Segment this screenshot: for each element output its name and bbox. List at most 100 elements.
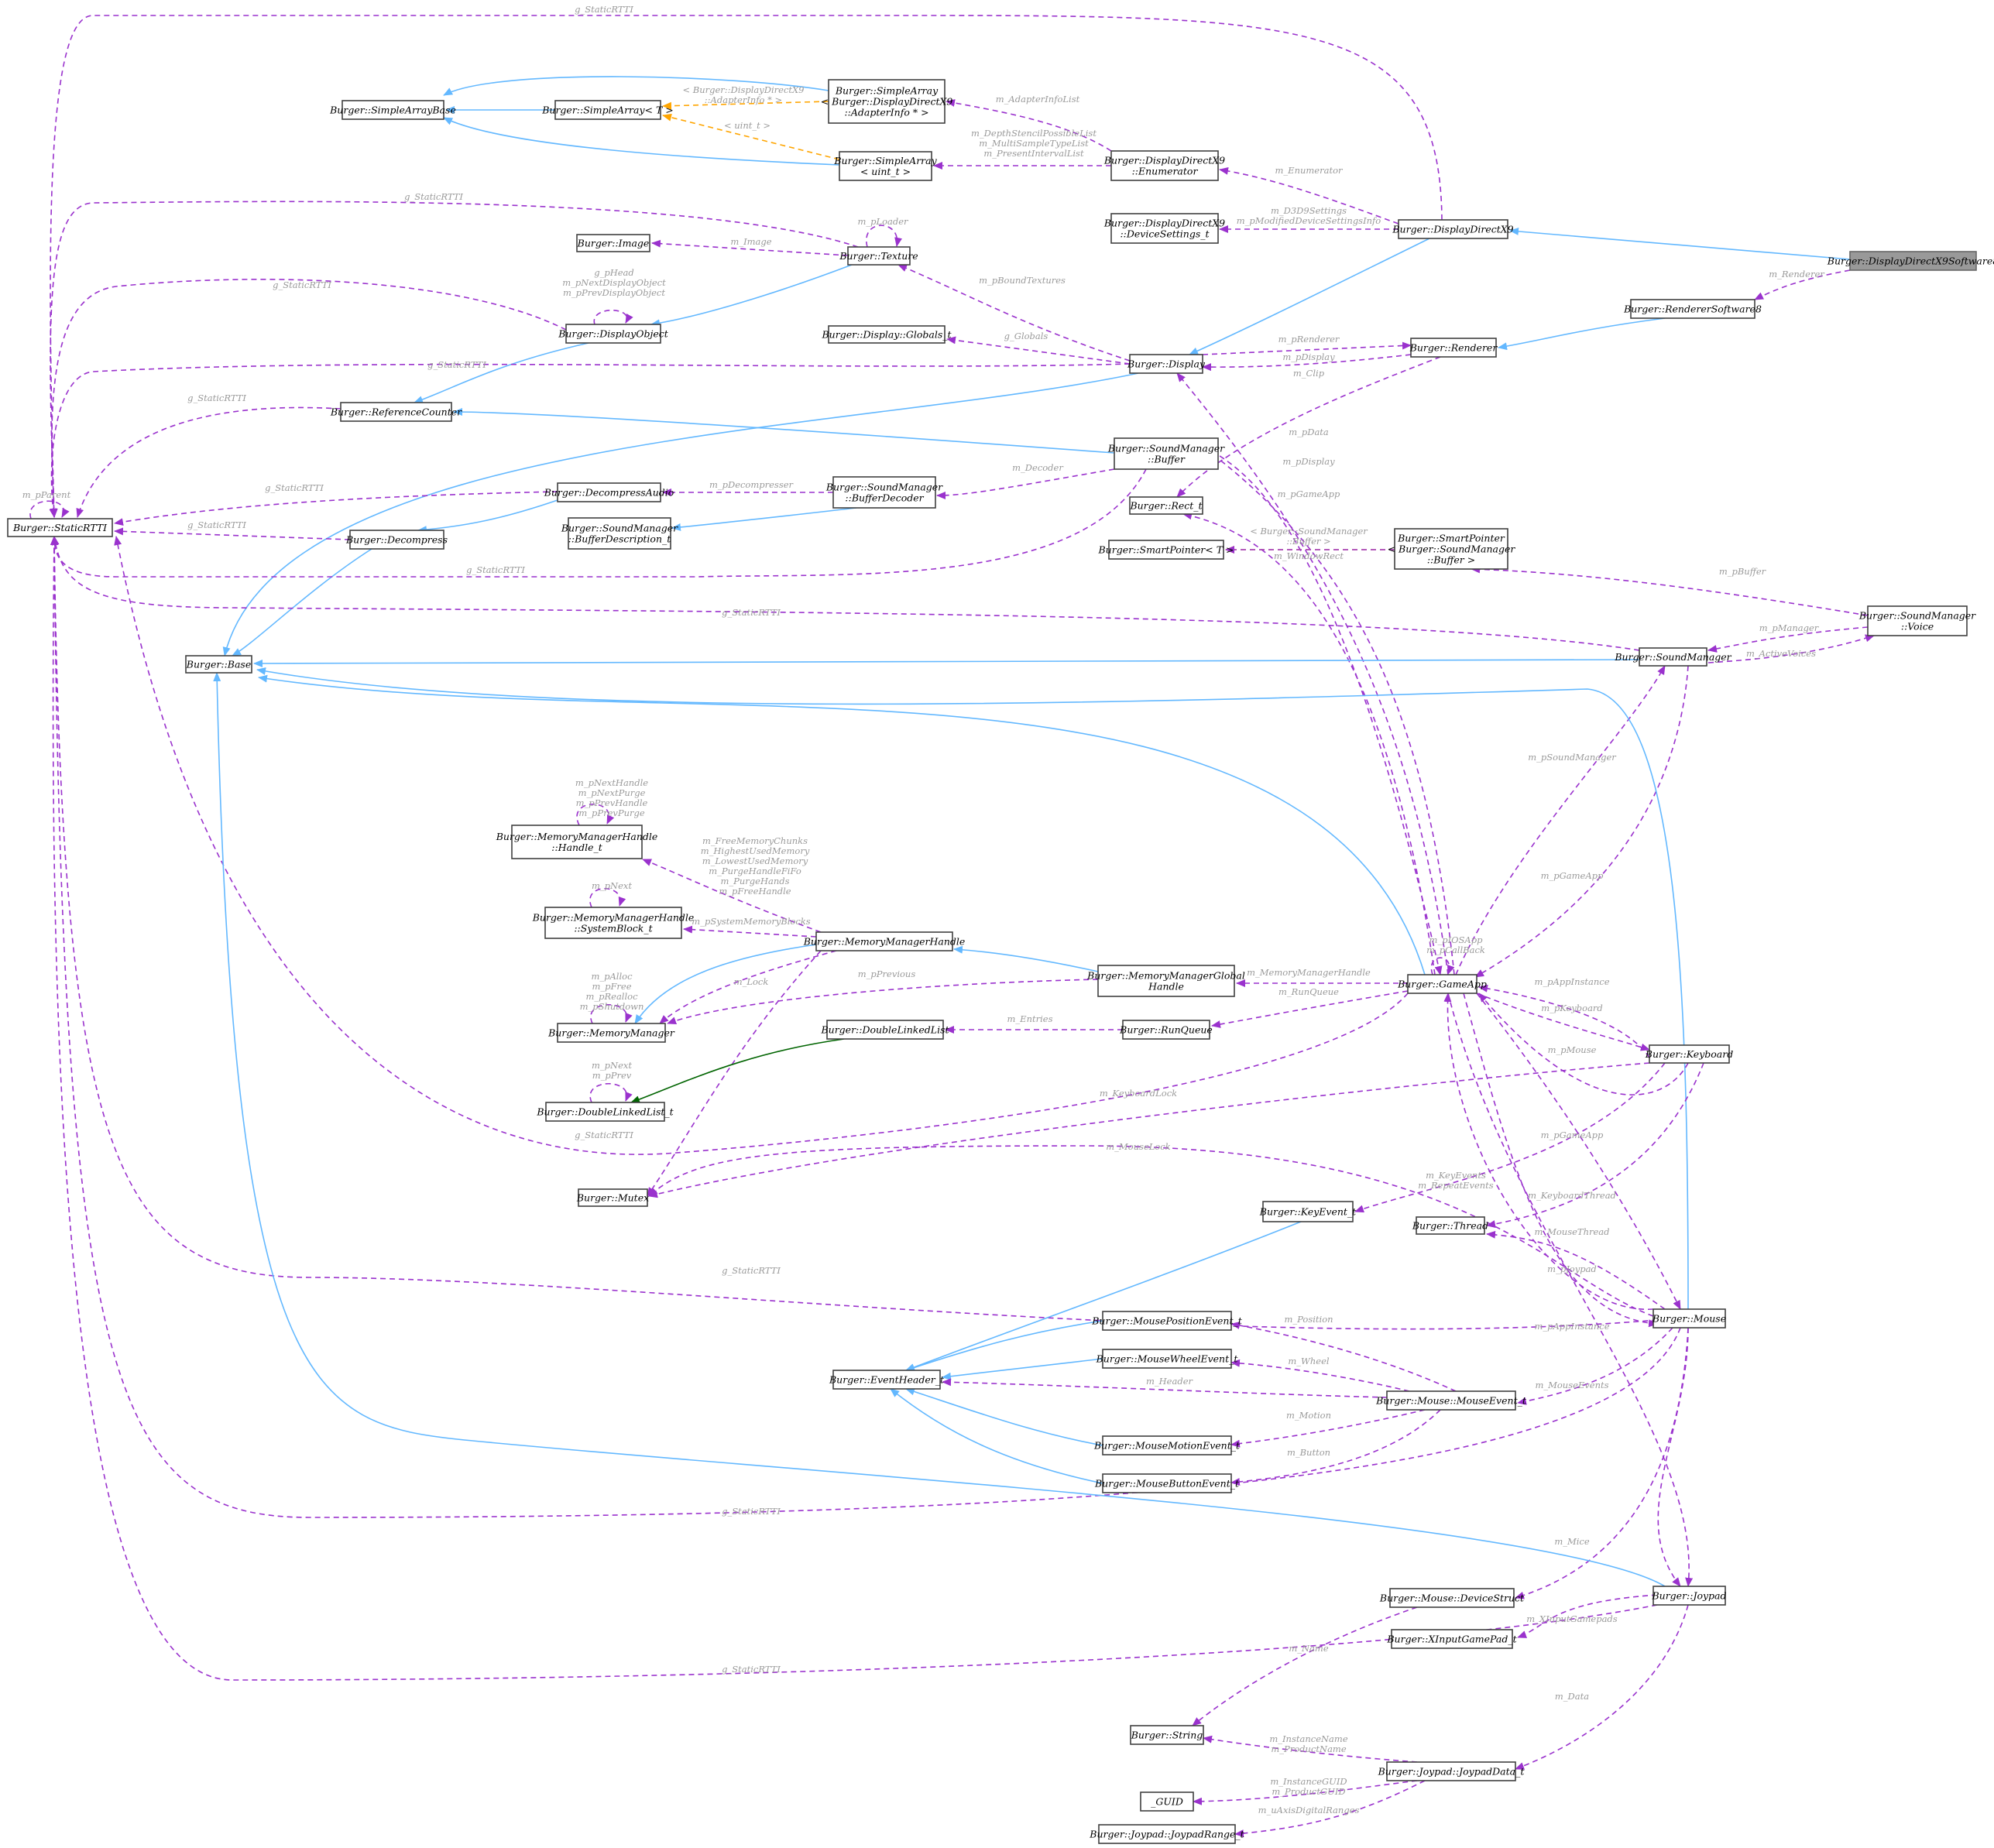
usage-edge (114, 491, 558, 526)
class-node-joypad[interactable]: Burger::Joypad (1651, 1586, 1727, 1606)
class-node-voice[interactable]: Burger::SoundManager::Voice (1858, 605, 1976, 636)
usage-edge (1192, 1606, 1418, 1726)
usage-edge (1443, 993, 1654, 1310)
class-node-globals[interactable]: Burger::Display::Globals_t (821, 325, 952, 344)
class-node-mousebuttonevent[interactable]: Burger::MouseButtonEvent_t (1094, 1473, 1240, 1493)
edge-label: < Burger::SoundManager::Buffer > (1250, 526, 1368, 547)
class-node-smartptrT[interactable]: Burger::SmartPointer< T > (1098, 540, 1234, 560)
usage-edge (1193, 1780, 1418, 1805)
usage-edge (946, 99, 1112, 152)
class-node-gameapp[interactable]: Burger::GameApp (1397, 974, 1487, 994)
edge-label: < Burger::DisplayDirectX9::AdapterInfo *… (682, 84, 804, 105)
edge-label: g_StaticRTTI (466, 564, 525, 575)
class-name: Burger::SimpleArrayBase (329, 105, 456, 116)
class-name: Burger::SoundManager (561, 523, 678, 534)
class-name: Burger::KeyEvent_t (1259, 1206, 1357, 1218)
class-node-bufferdesc[interactable]: Burger::SoundManager::BufferDescription_… (561, 517, 678, 550)
class-node-mutex[interactable]: Burger::Mutex (576, 1188, 649, 1207)
class-node-enumerator[interactable]: Burger::DisplayDirectX9::Enumerator (1103, 150, 1225, 181)
class-name: Burger::RendererSoftware8 (1623, 303, 1762, 315)
class-node-renderersw8[interactable]: Burger::RendererSoftware8 (1623, 299, 1762, 319)
class-name: ::Buffer > (1427, 554, 1475, 566)
class-name: Burger::MemoryManagerGlobal (1086, 970, 1245, 982)
inheritance-edge (650, 264, 853, 327)
class-node-joypaddata[interactable]: Burger::Joypad::JoypadData_t (1378, 1761, 1526, 1781)
class-node-staticrtti[interactable]: Burger::StaticRTTI (7, 518, 113, 537)
class-node-mmh[interactable]: Burger::MemoryManagerHandle (803, 931, 966, 951)
class-node-display[interactable]: Burger::Display (1127, 354, 1206, 374)
class-name: Burger::Texture (839, 250, 918, 262)
class-name: ::DeviceSettings_t (1120, 228, 1210, 240)
class-node-mmhandle[interactable]: Burger::MemoryManagerHandle::Handle_t (496, 825, 658, 859)
class-name: Burger::Joypad (1651, 1590, 1726, 1602)
class-node-devicesettings[interactable]: Burger::DisplayDirectX9::DeviceSettings_… (1103, 213, 1225, 244)
class-node-mmsysblock[interactable]: Burger::MemoryManagerHandle::SystemBlock… (532, 907, 695, 939)
class-name: Burger::Joypad::JoypadRange_t (1089, 1829, 1244, 1840)
class-node-dll[interactable]: Burger::DoubleLinkedList (820, 1020, 950, 1040)
class-node-dx9[interactable]: Burger::DisplayDirectX9 (1392, 219, 1514, 239)
class-node-rect[interactable]: Burger::Rect_t (1129, 496, 1203, 515)
edge-label: m_pData (1289, 427, 1329, 437)
usage-edge (648, 1145, 1654, 1317)
usage-edge (683, 925, 817, 938)
usage-edge (1230, 1409, 1426, 1448)
usage-edge (1207, 450, 1455, 975)
class-node-decompress[interactable]: Burger::Decompress (345, 530, 448, 550)
usage-edge (1211, 990, 1409, 1028)
class-node-xinputgamepad[interactable]: Burger::XInputGamePad_t (1386, 1629, 1518, 1649)
class-node-simplearrayUint[interactable]: Burger::SimpleArray< uint_t > (833, 151, 938, 181)
class-node-renderer[interactable]: Burger::Renderer (1409, 338, 1498, 358)
class-node-refcounter[interactable]: Burger::ReferenceCounter (330, 402, 462, 422)
edge-label: m_pParent (22, 489, 71, 500)
class-node-joypadrange[interactable]: Burger::Joypad::JoypadRange_t (1089, 1824, 1245, 1844)
inheritance-edge (1509, 227, 1851, 260)
class-node-devicestruct[interactable]: Burger::Mouse::DeviceStruct (1379, 1588, 1525, 1608)
class-node-soundmanager[interactable]: Burger::SoundManager (1614, 647, 1732, 667)
class-node-smbuffer[interactable]: Burger::SoundManager::Buffer (1107, 437, 1225, 470)
usage-edge (1203, 1735, 1418, 1763)
class-name: Burger::ReferenceCounter (330, 406, 462, 418)
class-name: ::BufferDecoder (845, 492, 924, 504)
class-name: Burger::Mutex (576, 1192, 649, 1204)
class-node-eventheader[interactable]: Burger::EventHeader_t (829, 1370, 945, 1390)
class-node-simplearrayAdapter[interactable]: Burger::SimpleArray< Burger::DisplayDire… (821, 79, 953, 124)
class-node-smartptrBuffer[interactable]: Burger::SmartPointer< Burger::SoundManag… (1388, 528, 1516, 570)
class-name: Burger::Keyboard (1645, 1048, 1733, 1060)
edge-label: m_Button (1287, 1447, 1330, 1458)
class-node-keyevent[interactable]: Burger::KeyEvent_t (1259, 1201, 1357, 1222)
class-node-guid[interactable]: _GUID (1140, 1791, 1194, 1812)
edge-label: m_pPrevious (858, 969, 916, 979)
usage-edge (51, 536, 1640, 651)
class-node-mousewheelevent[interactable]: Burger::MouseWheelEvent_t (1096, 1349, 1239, 1369)
edge-label: g_Globals (1004, 331, 1048, 341)
inheritance-edge (634, 944, 817, 1024)
edge-label: m_Decoder (1012, 462, 1064, 473)
class-node-simplearrayT[interactable]: Burger::SimpleArray< T > (541, 100, 674, 120)
class-node-base[interactable]: Burger::Base (185, 655, 252, 674)
class-node-mouseposevent[interactable]: Burger::MousePositionEvent_t (1091, 1311, 1243, 1331)
class-node-memorymanager[interactable]: Burger::MemoryManager (547, 1023, 675, 1043)
class-node-dx9sw8[interactable]: Burger::DisplayDirectX9Software8 (1827, 251, 1994, 271)
class-node-decompressaudio[interactable]: Burger::DecompressAudio (544, 482, 674, 502)
class-node-string[interactable]: Burger::String (1130, 1725, 1204, 1745)
class-node-runqueue[interactable]: Burger::RunQueue (1119, 1020, 1213, 1040)
class-node-mousemouseevent[interactable]: Burger::Mouse::MouseEvent_t (1375, 1390, 1527, 1411)
class-node-keyboard[interactable]: Burger::Keyboard (1645, 1044, 1733, 1064)
class-node-dllt[interactable]: Burger::DoubleLinkedList_t (536, 1102, 674, 1122)
class-name: Burger::DecompressAudio (544, 487, 674, 499)
class-node-simplearraybase[interactable]: Burger::SimpleArrayBase (329, 100, 456, 120)
class-node-mousemotionevent[interactable]: Burger::MouseMotionEvent_t (1093, 1435, 1241, 1455)
class-node-thread[interactable]: Burger::Thread (1412, 1216, 1488, 1235)
usage-edge (1515, 1604, 1689, 1770)
edge-label: m_WindowRect (1274, 550, 1344, 561)
class-node-texture[interactable]: Burger::Texture (839, 246, 918, 266)
class-node-image[interactable]: Burger::Image (576, 234, 650, 252)
class-node-bufferdecoder[interactable]: Burger::SoundManager::BufferDecoder (825, 476, 943, 509)
class-node-displayobject[interactable]: Burger::DisplayObject (558, 324, 669, 344)
usage-edge (946, 336, 1131, 365)
class-name: Burger::Mouse::DeviceStruct (1379, 1593, 1525, 1604)
class-name: < uint_t > (860, 166, 911, 177)
class-node-mouse[interactable]: Burger::Mouse (1652, 1308, 1726, 1329)
